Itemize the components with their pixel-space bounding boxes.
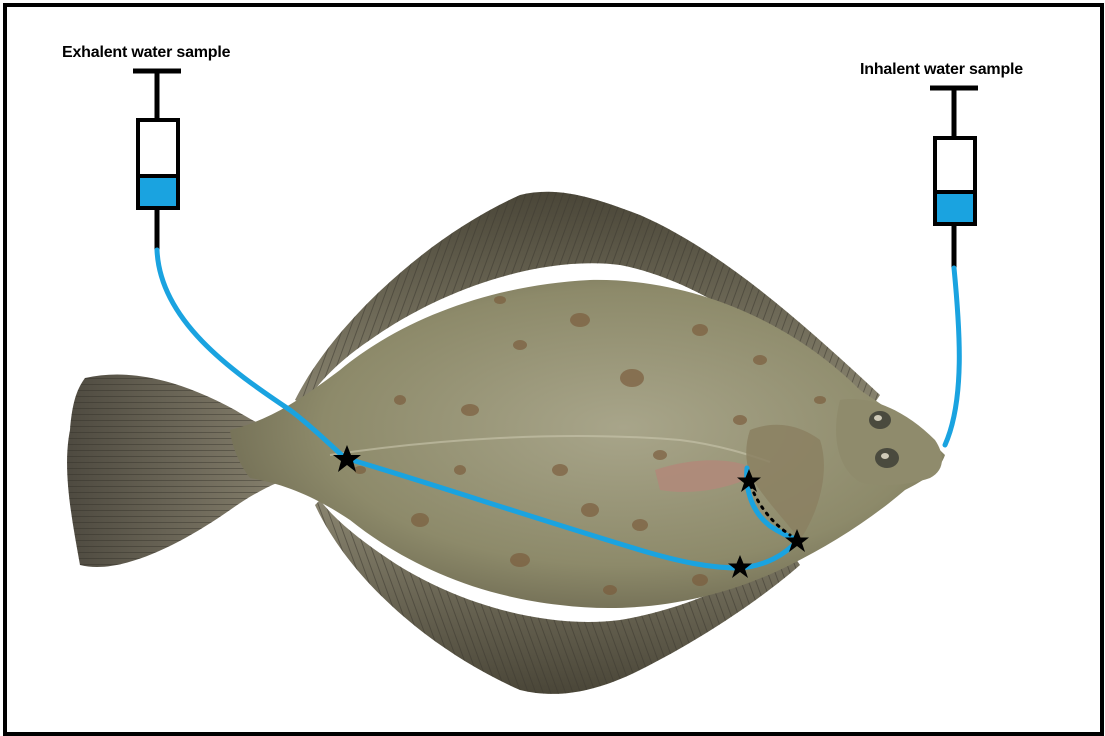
syringe-icon [133,71,181,250]
syringe-icon [930,88,978,268]
flounder-fish [67,192,945,694]
inhalent-tube [945,268,959,445]
fish-head [836,399,942,485]
